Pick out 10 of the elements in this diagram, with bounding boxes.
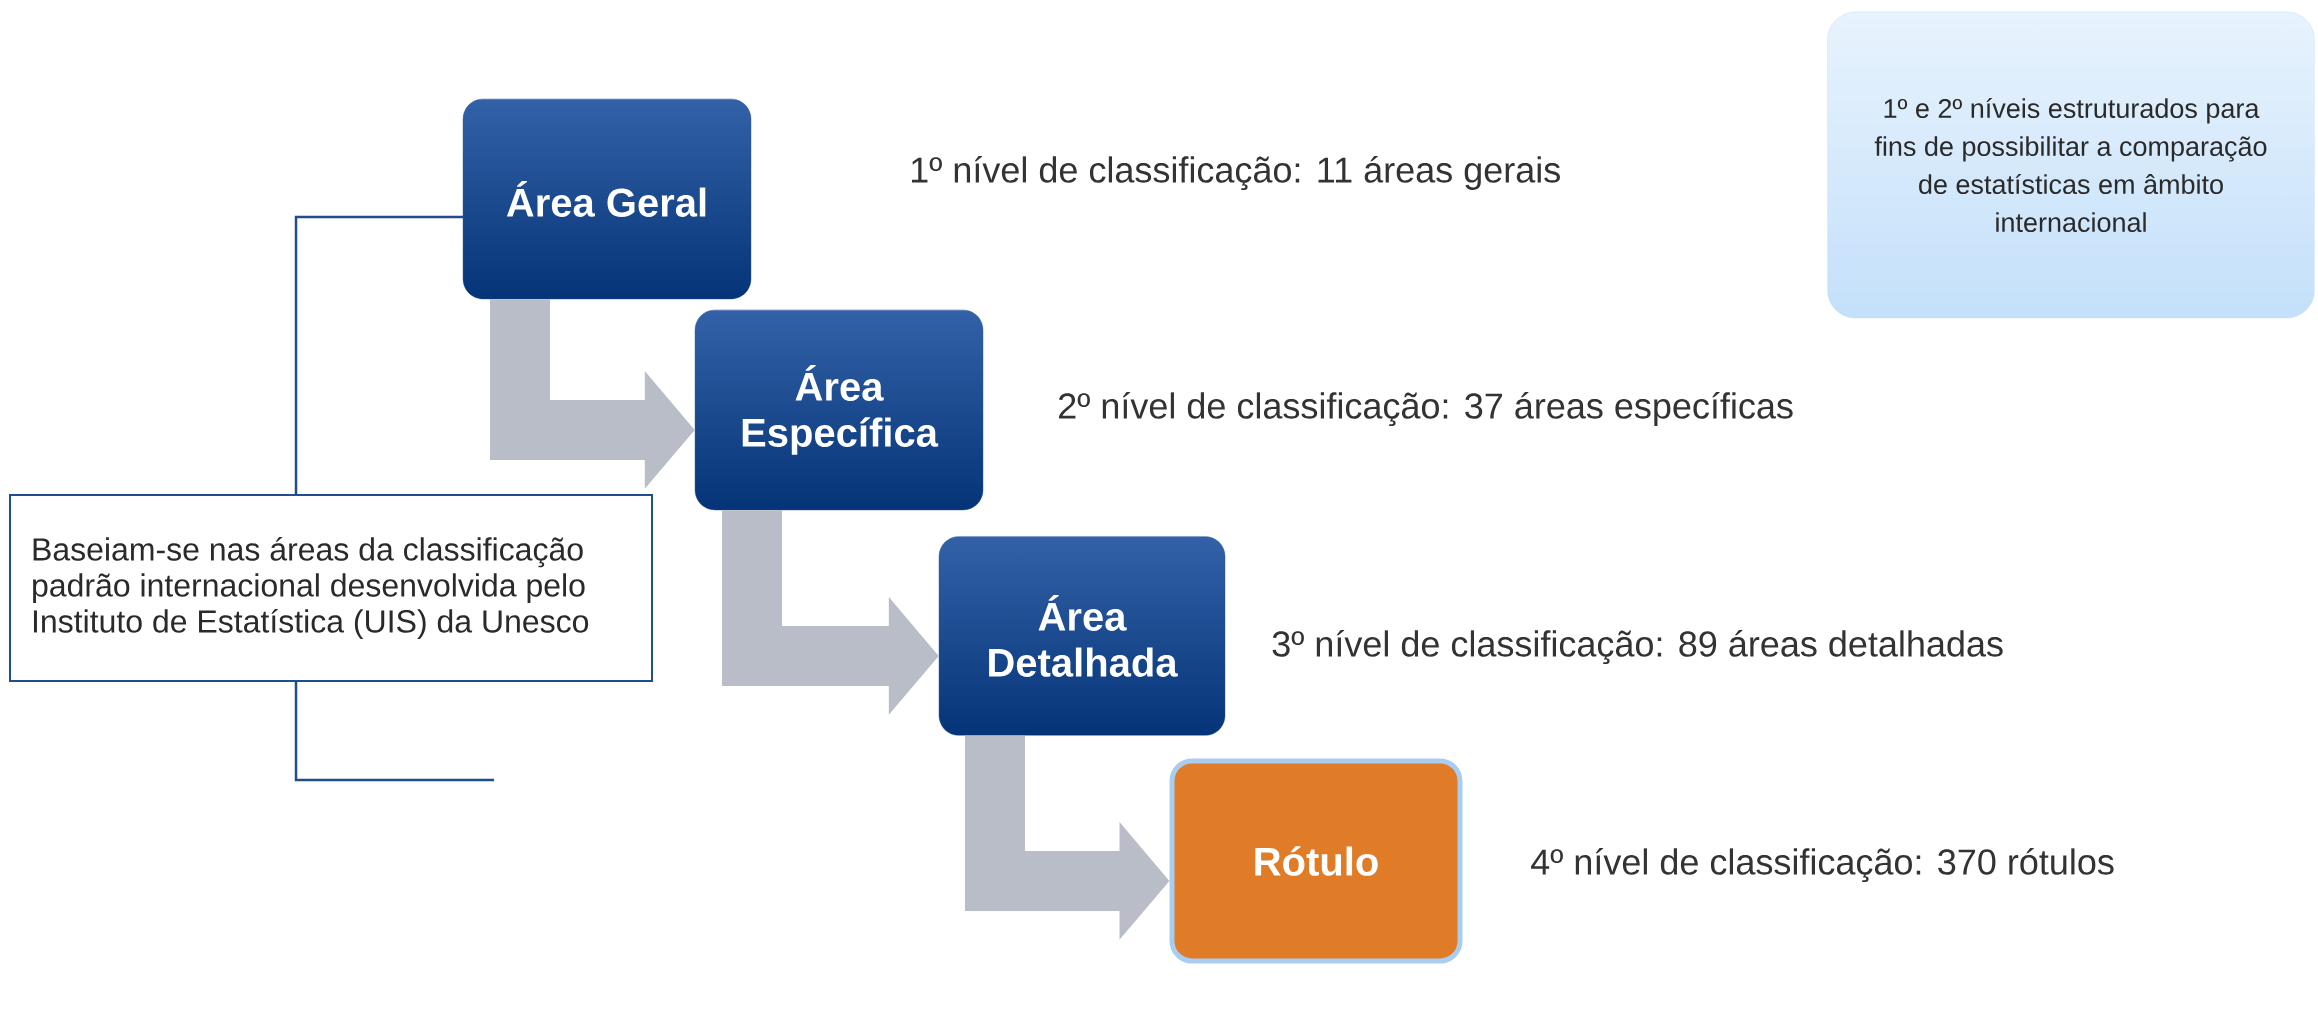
- level-description: 2º nível de classificação: 37 áreas específicas: [1059, 391, 1793, 427]
- level-box: Área Específica: [694, 309, 984, 511]
- level-box: Rótulo: [1169, 758, 1463, 964]
- level-box: Área Geral: [462, 98, 752, 300]
- level-box: Área Detalhada: [938, 536, 1226, 736]
- source-box: Baseiam-se nas áreas da classificação padrão internacional desenvolvida pelo Instituto de Estatística (UIS) da Unesco: [9, 494, 653, 682]
- level-description: 3º nível de classificação: 89 áreas detalhadas: [1272, 629, 2003, 665]
- level-description: 1º nível de classificação: 11 áreas gerais: [911, 155, 1560, 191]
- note-box: 1º e 2º níveis estruturados para fins de possibilitar a comparação de estatísticas em âmbito internacional: [1827, 11, 2315, 319]
- level-description: 4º nível de classificação: 370 rótulos: [1531, 847, 2114, 883]
